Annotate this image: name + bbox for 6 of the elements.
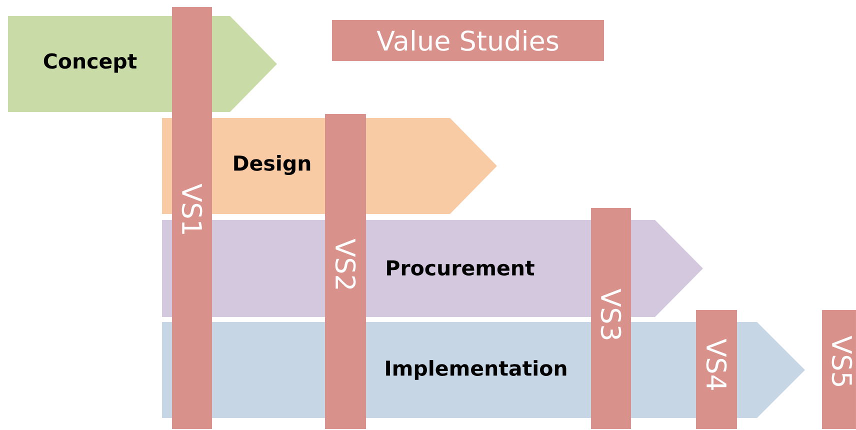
study-bar: VS1 [172,7,212,429]
study-bar: VS4 [696,310,737,429]
study-bar: VS2 [325,114,366,429]
title-box: Value Studies [332,20,604,61]
study-bar: VS3 [591,208,631,429]
study-bar: VS5 [822,310,856,429]
